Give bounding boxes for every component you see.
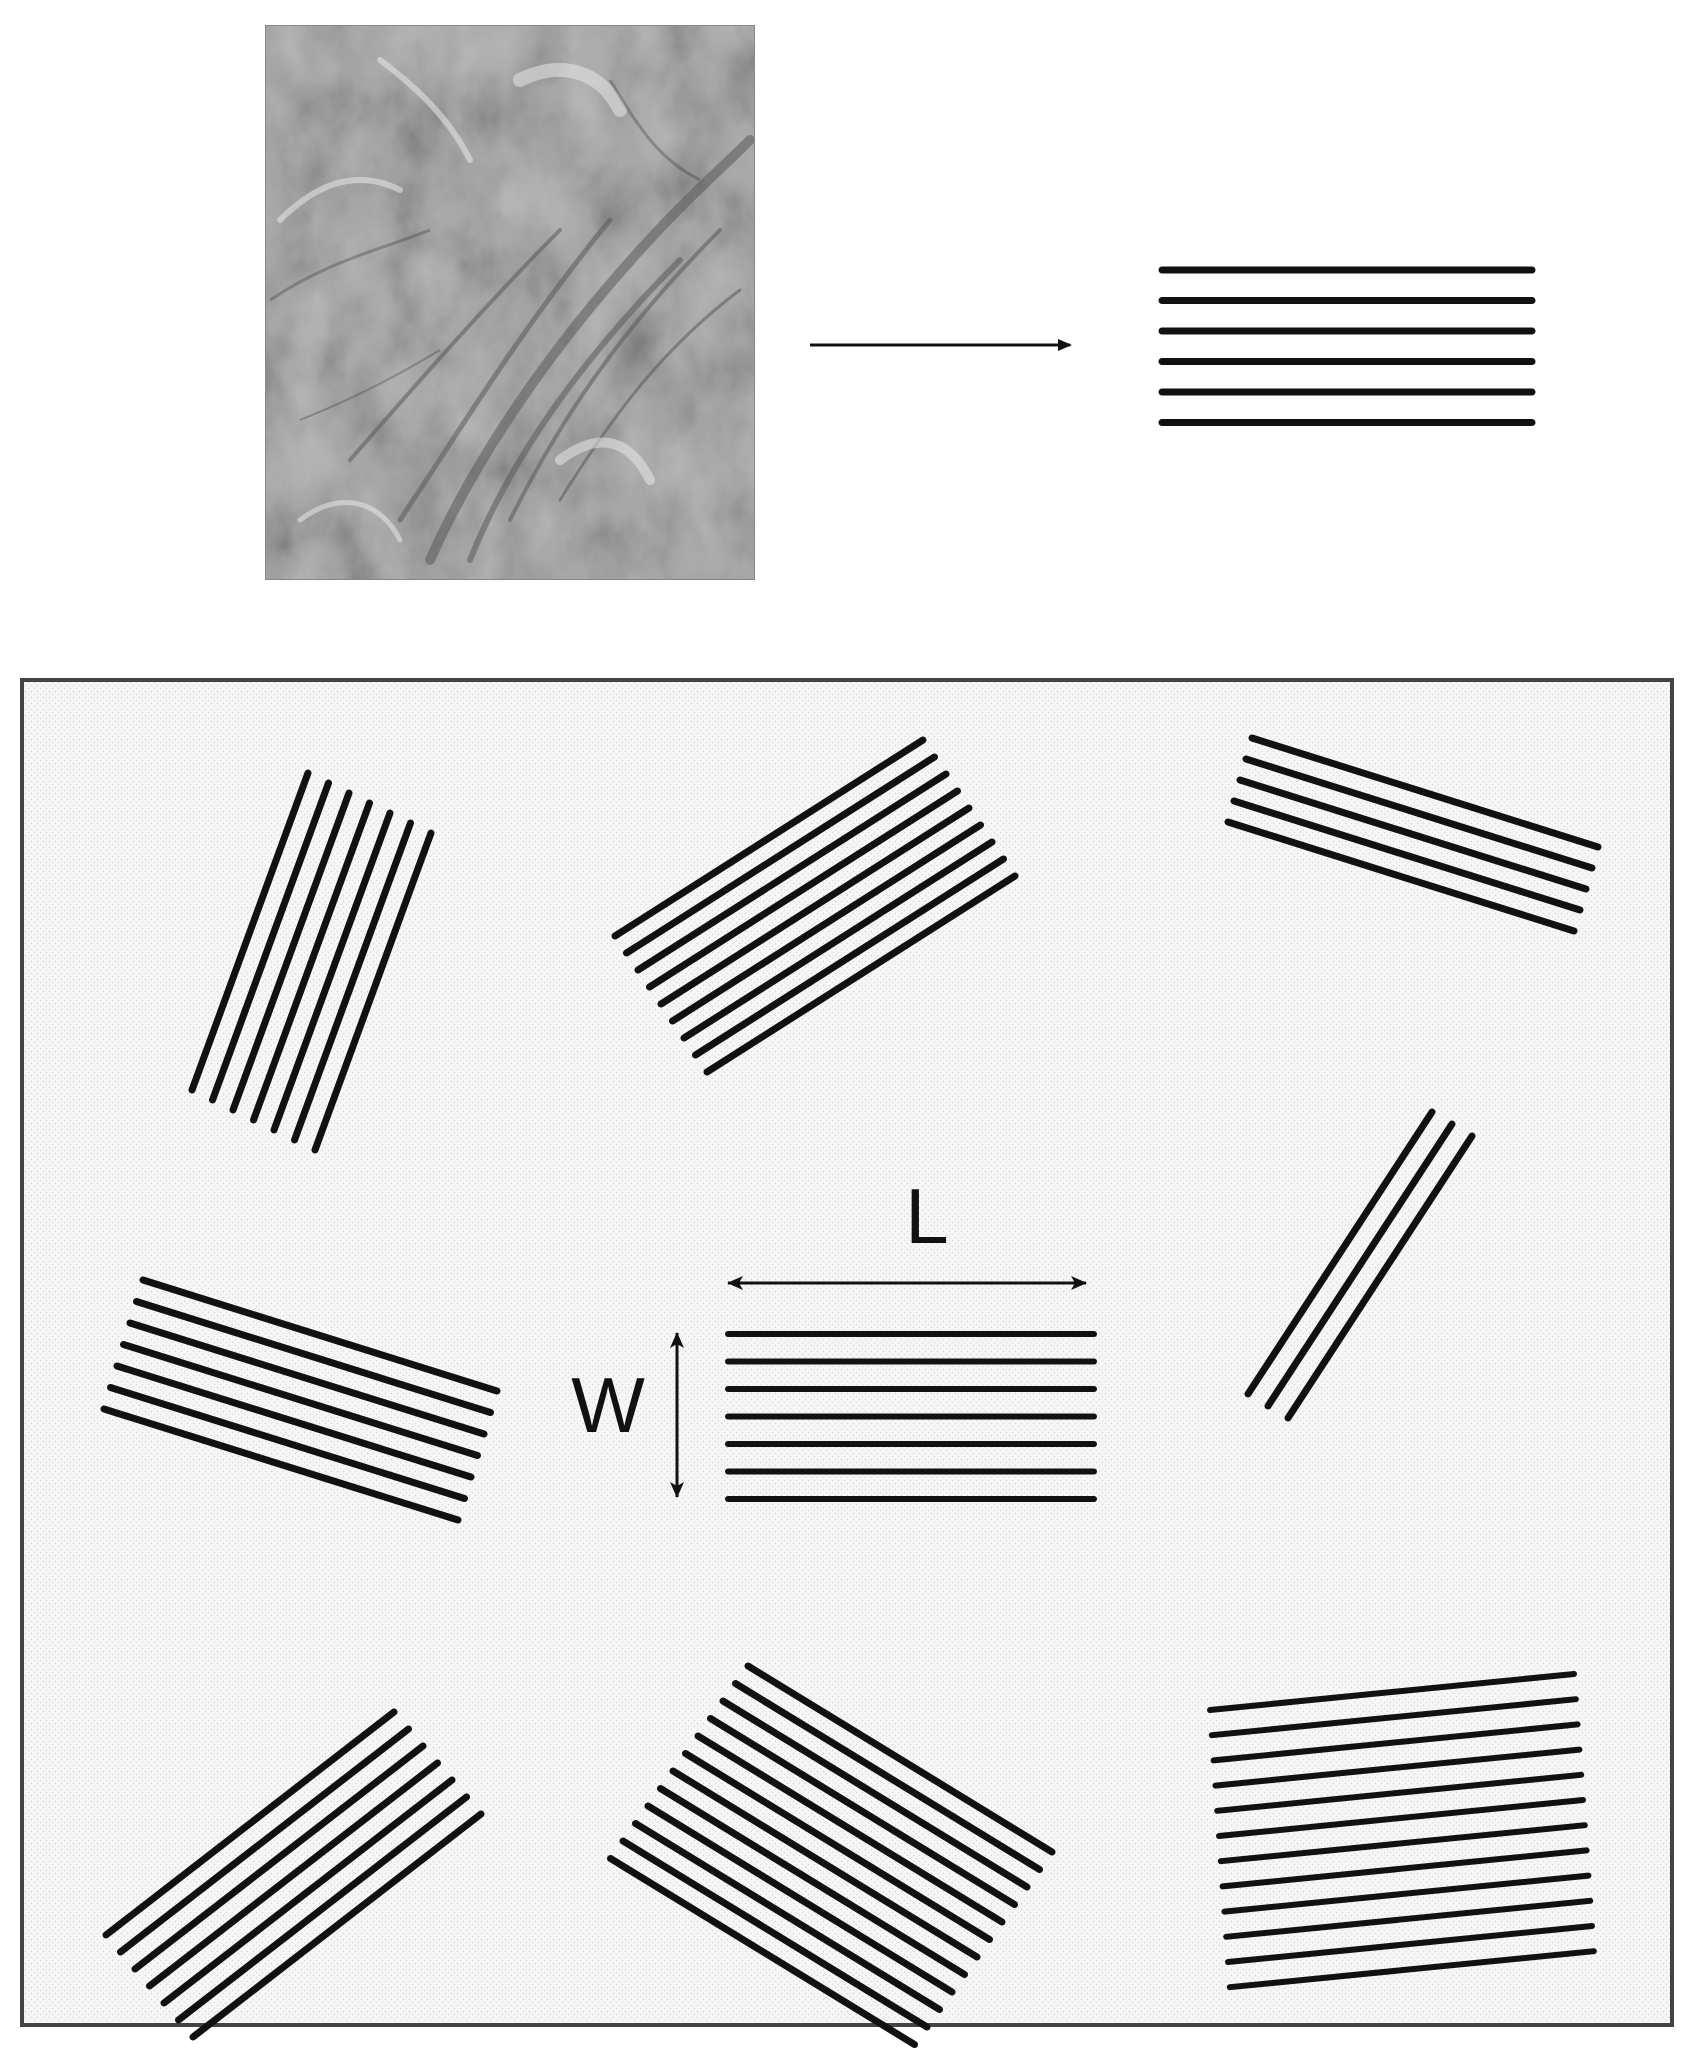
fiber-line <box>669 821 984 1025</box>
fiber-line <box>1221 1872 1592 1915</box>
fiber-line <box>657 804 973 1008</box>
bundle-top-middle <box>611 736 1019 1076</box>
bundle-top-right <box>1224 734 1602 935</box>
fiber-line <box>1208 1696 1579 1739</box>
fiber-line <box>703 872 1019 1076</box>
fiber-line <box>291 819 414 1144</box>
fiber-line <box>146 1759 441 1990</box>
fiber-line <box>175 1793 470 2024</box>
fiber-line <box>1226 1948 1597 1991</box>
distributed-fiber-bundles <box>100 734 1602 2048</box>
fiber-line <box>744 1662 1056 1856</box>
fiber-line <box>1224 818 1578 935</box>
fiber-line <box>692 855 1007 1059</box>
fiber-line <box>139 1276 501 1395</box>
fiber-line <box>1242 755 1596 872</box>
length-label: L <box>905 1172 948 1260</box>
width-label: W <box>571 1361 645 1449</box>
fiber-line <box>102 1708 398 1939</box>
fiber-line <box>1223 1897 1594 1940</box>
fiber-line <box>619 1837 931 2031</box>
fiber-line <box>719 1697 1031 1891</box>
fiber-line <box>646 787 961 991</box>
fiber-line <box>131 1742 427 1973</box>
fiber-line <box>634 770 950 974</box>
fiber-line <box>607 1855 918 2048</box>
fiber-line <box>1207 1671 1577 1713</box>
fiber-line <box>680 838 996 1042</box>
fiber-line <box>1210 1721 1581 1764</box>
fiber-line <box>1264 1120 1456 1410</box>
fiber-line <box>107 1384 468 1502</box>
fiber-line <box>133 1298 494 1416</box>
fiber-line <box>229 789 353 1114</box>
bundle-bottom-middle <box>607 1662 1056 2048</box>
bundle-top-left <box>188 769 435 1154</box>
fiber-line <box>117 1725 412 1956</box>
fiber-line <box>1219 1847 1590 1890</box>
fiber-line <box>623 753 938 957</box>
bundle-middle-left <box>100 1276 501 1524</box>
fiber-line <box>1230 797 1584 914</box>
fiber-line <box>209 779 332 1104</box>
bundle-bottom-left <box>102 1708 485 2041</box>
fiber-line <box>1212 1746 1583 1789</box>
fiber-line <box>1284 1132 1476 1422</box>
fiber-line <box>694 1732 1006 1926</box>
fiber-line <box>1244 1108 1436 1398</box>
reference-fiber-bundle <box>1158 266 1536 426</box>
fiber-line <box>160 1776 456 2007</box>
fiber-line <box>611 736 927 940</box>
fiber-line <box>657 1785 968 1978</box>
fiber-line <box>1214 1771 1585 1814</box>
fiber-line <box>682 1750 993 1943</box>
fiber-line <box>126 1319 488 1438</box>
fiber-line <box>707 1715 1018 1908</box>
fiber-line <box>732 1680 1043 1873</box>
bundle-middle-right <box>1244 1108 1476 1422</box>
fiber-line <box>1217 1822 1588 1865</box>
fiber-line <box>188 769 312 1094</box>
fiber-line <box>1225 1923 1595 1965</box>
fiber-line <box>632 1820 943 2013</box>
bundle-bottom-right <box>1207 1671 1597 1991</box>
fiber-line <box>270 809 394 1134</box>
fiber-line <box>1236 776 1590 893</box>
fiber-line <box>1248 734 1602 851</box>
reference-bundle-lines <box>1158 266 1536 426</box>
fiber-line <box>113 1362 475 1481</box>
bundle-center <box>725 1331 1097 1502</box>
fiber-line <box>644 1802 956 1996</box>
fiber-line <box>250 799 373 1124</box>
fiber-line <box>100 1405 462 1524</box>
fiber-line <box>120 1341 481 1459</box>
fiber-line <box>311 829 435 1154</box>
fiber-line <box>189 1810 485 2041</box>
tissue-micrograph-image <box>265 25 755 580</box>
fiber-line <box>1216 1797 1586 1839</box>
fiber-line <box>669 1767 981 1961</box>
